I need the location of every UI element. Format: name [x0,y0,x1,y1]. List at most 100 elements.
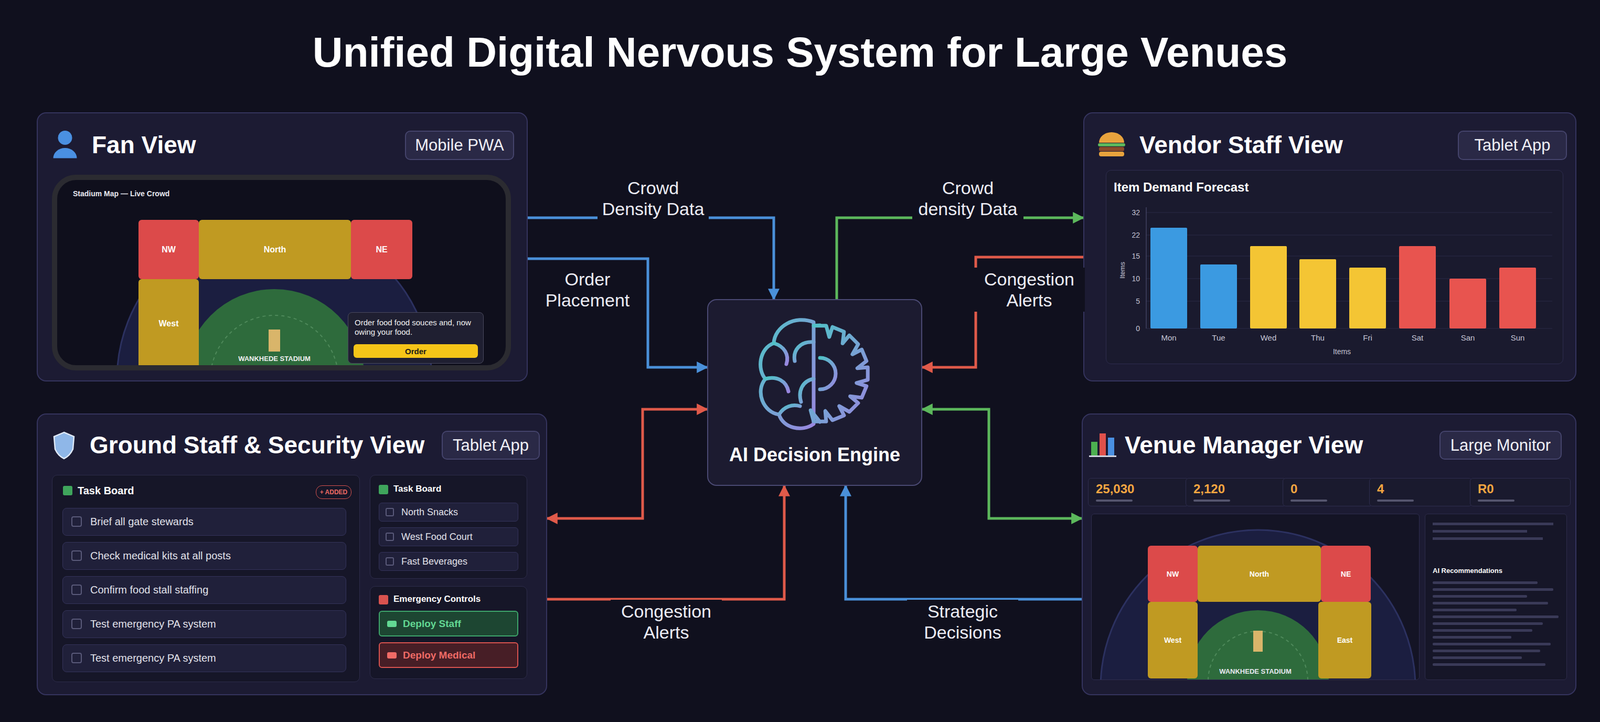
phone-mockup: Stadium Map — Live CrowdNWNorthNEWestOrd… [51,174,511,371]
axis-tick: 22 [1131,230,1140,240]
bar-chart: Item Demand Forecast3222151050ItemsMonTu… [1105,169,1564,365]
kpi-card-text: 4 [1377,481,1472,497]
connector-label: Strategic Decisions [907,599,1019,644]
task-card-text: Task Board [62,484,360,497]
connector-arrow [547,485,785,600]
map-sector-text: NW [1166,569,1179,579]
view-panel: Fan ViewMobile PWAStadium Map — Live Cro… [36,112,528,382]
map-sector-text: NW [161,244,176,255]
task-row-text: Confirm food stall staffing [90,583,209,596]
connector-label: Congestion Alerts [973,267,1085,312]
platform-badge: Mobile PWA [404,130,515,160]
connector-arrow [527,258,708,368]
kpi-card: R0 [1469,477,1571,507]
kpi-card-text: 0 [1290,481,1373,497]
axis-tick: 10 [1131,274,1140,283]
kpi-card: 2,120 [1185,477,1287,507]
axis-tick: San [1460,333,1476,343]
connector-label: Crowd Density Data [597,176,709,221]
kpi-card: 4 [1369,477,1472,507]
axis-tick: Fri [1362,333,1373,343]
stadium-map-text: WANKHEDE STADIUM [1219,667,1292,676]
task-item-text: Fast Beverages [401,556,468,568]
task-row-text: Test emergency PA system [90,652,217,665]
task-row: Test emergency PA system [62,644,347,672]
diagram-title: Unified Digital Nervous System for Large… [0,27,1600,78]
task-row: Brief all gate stewards [62,507,347,536]
view-panel: Ground Staff & Security ViewTablet AppTa… [36,413,548,696]
control-button-text: Deploy Staff [402,617,462,630]
connector-label: Congestion Alerts [610,599,722,644]
control-button-text: Deploy Medical [402,649,476,661]
task-row: Check medical kits at all posts [62,541,347,570]
axis-tick: Sun [1510,333,1525,343]
stadium-map: WANKHEDE STADIUM NW North NE West East [1091,513,1420,680]
connector-arrow [845,485,1082,600]
task-card: Task Board+ ADDED Brief all gate stewards… [51,474,360,682]
connector-label: Order Placement [531,267,644,312]
axis-tick: Mon [1160,333,1177,343]
map-sector: NE [1320,545,1371,602]
map-sector: West [138,279,199,369]
map-sector: East [1318,601,1372,679]
task-row: Test emergency PA system [62,610,347,638]
map-sector: NW [138,219,199,280]
platform-badge-text: Mobile PWA [414,135,504,155]
task-row: Confirm food stall staffing [62,576,347,604]
added-badge: + ADDED [315,485,352,499]
view-panel: Venue Manager ViewLarge Monitor25,0302,1… [1081,413,1577,696]
map-sector-text: NE [375,244,388,255]
reco-illustration [1425,514,1568,681]
map-sector-text: NE [1340,569,1351,579]
task-card: Task BoardNorth SnacksWest Food CourtFas… [369,474,528,579]
order-button-text: Order [404,346,427,356]
platform-badge: Large Monitor [1439,430,1562,460]
map-sector-text: West [158,318,179,329]
axis-tick: 5 [1135,296,1140,306]
connector-arrow [547,409,708,519]
axis-tick: Wed [1260,333,1277,343]
axis-tick: 32 [1131,208,1140,217]
control-button: Deploy Medical [378,642,519,668]
engine-box: AI Decision Engine [707,299,923,486]
task-item: West Food Court [378,527,519,547]
axis-tick: Thu [1310,333,1325,343]
engine-box-text: AI Decision Engine [729,443,901,466]
recommendation-card-text: AI Recommendations [1432,566,1567,575]
axis-tick: 15 [1131,251,1140,261]
task-item: Fast Beverages [378,551,519,571]
connector-label: Crowd density Data [912,176,1024,221]
phone-mockup-text: Stadium Map — Live Crowd [72,189,506,198]
kpi-card-text: R0 [1477,481,1571,497]
control-card: Emergency ControlsDeploy StaffDeploy Med… [369,585,528,679]
order-popup-text: Order food food souces and, now owing yo… [354,317,477,337]
control-button: Deploy Staff [378,610,519,637]
task-row-text: Test emergency PA system [90,617,217,631]
platform-badge-text: Tablet App [1474,135,1551,155]
map-sector-text: North [1249,569,1269,579]
task-item-text: North Snacks [401,506,458,518]
task-item-text: West Food Court [401,531,473,543]
platform-badge: Tablet App [441,430,540,460]
kpi-card-text: 2,120 [1193,481,1286,497]
task-card-text: Task Board [378,483,527,495]
kpi-card-text: 25,030 [1095,481,1189,497]
axis-tick: Sat [1411,333,1424,343]
platform-badge: Tablet App [1457,130,1567,160]
axis-title: Items [1332,347,1351,356]
view-panel: Vendor Staff ViewTablet AppItem Demand F… [1083,112,1577,382]
kpi-card: 25,030 [1088,477,1189,507]
kpi-card: 0 [1282,477,1373,507]
control-card-text: Emergency Controls [378,593,527,605]
map-sector: West [1147,601,1198,679]
stadium-name: WANKHEDE STADIUM [238,354,311,363]
map-sector-text: West [1164,635,1182,645]
order-popup: Order food food souces and, now owing yo… [347,312,484,364]
map-sector: North [198,219,351,280]
added-badge-text: + ADDED [320,488,348,496]
axis-tick: 0 [1135,324,1140,333]
bar-chart-text: Item Demand Forecast [1113,179,1563,195]
connector-arrow [922,409,1082,519]
platform-badge-text: Large Monitor [1450,435,1551,455]
map-sector-text: North [263,244,287,255]
